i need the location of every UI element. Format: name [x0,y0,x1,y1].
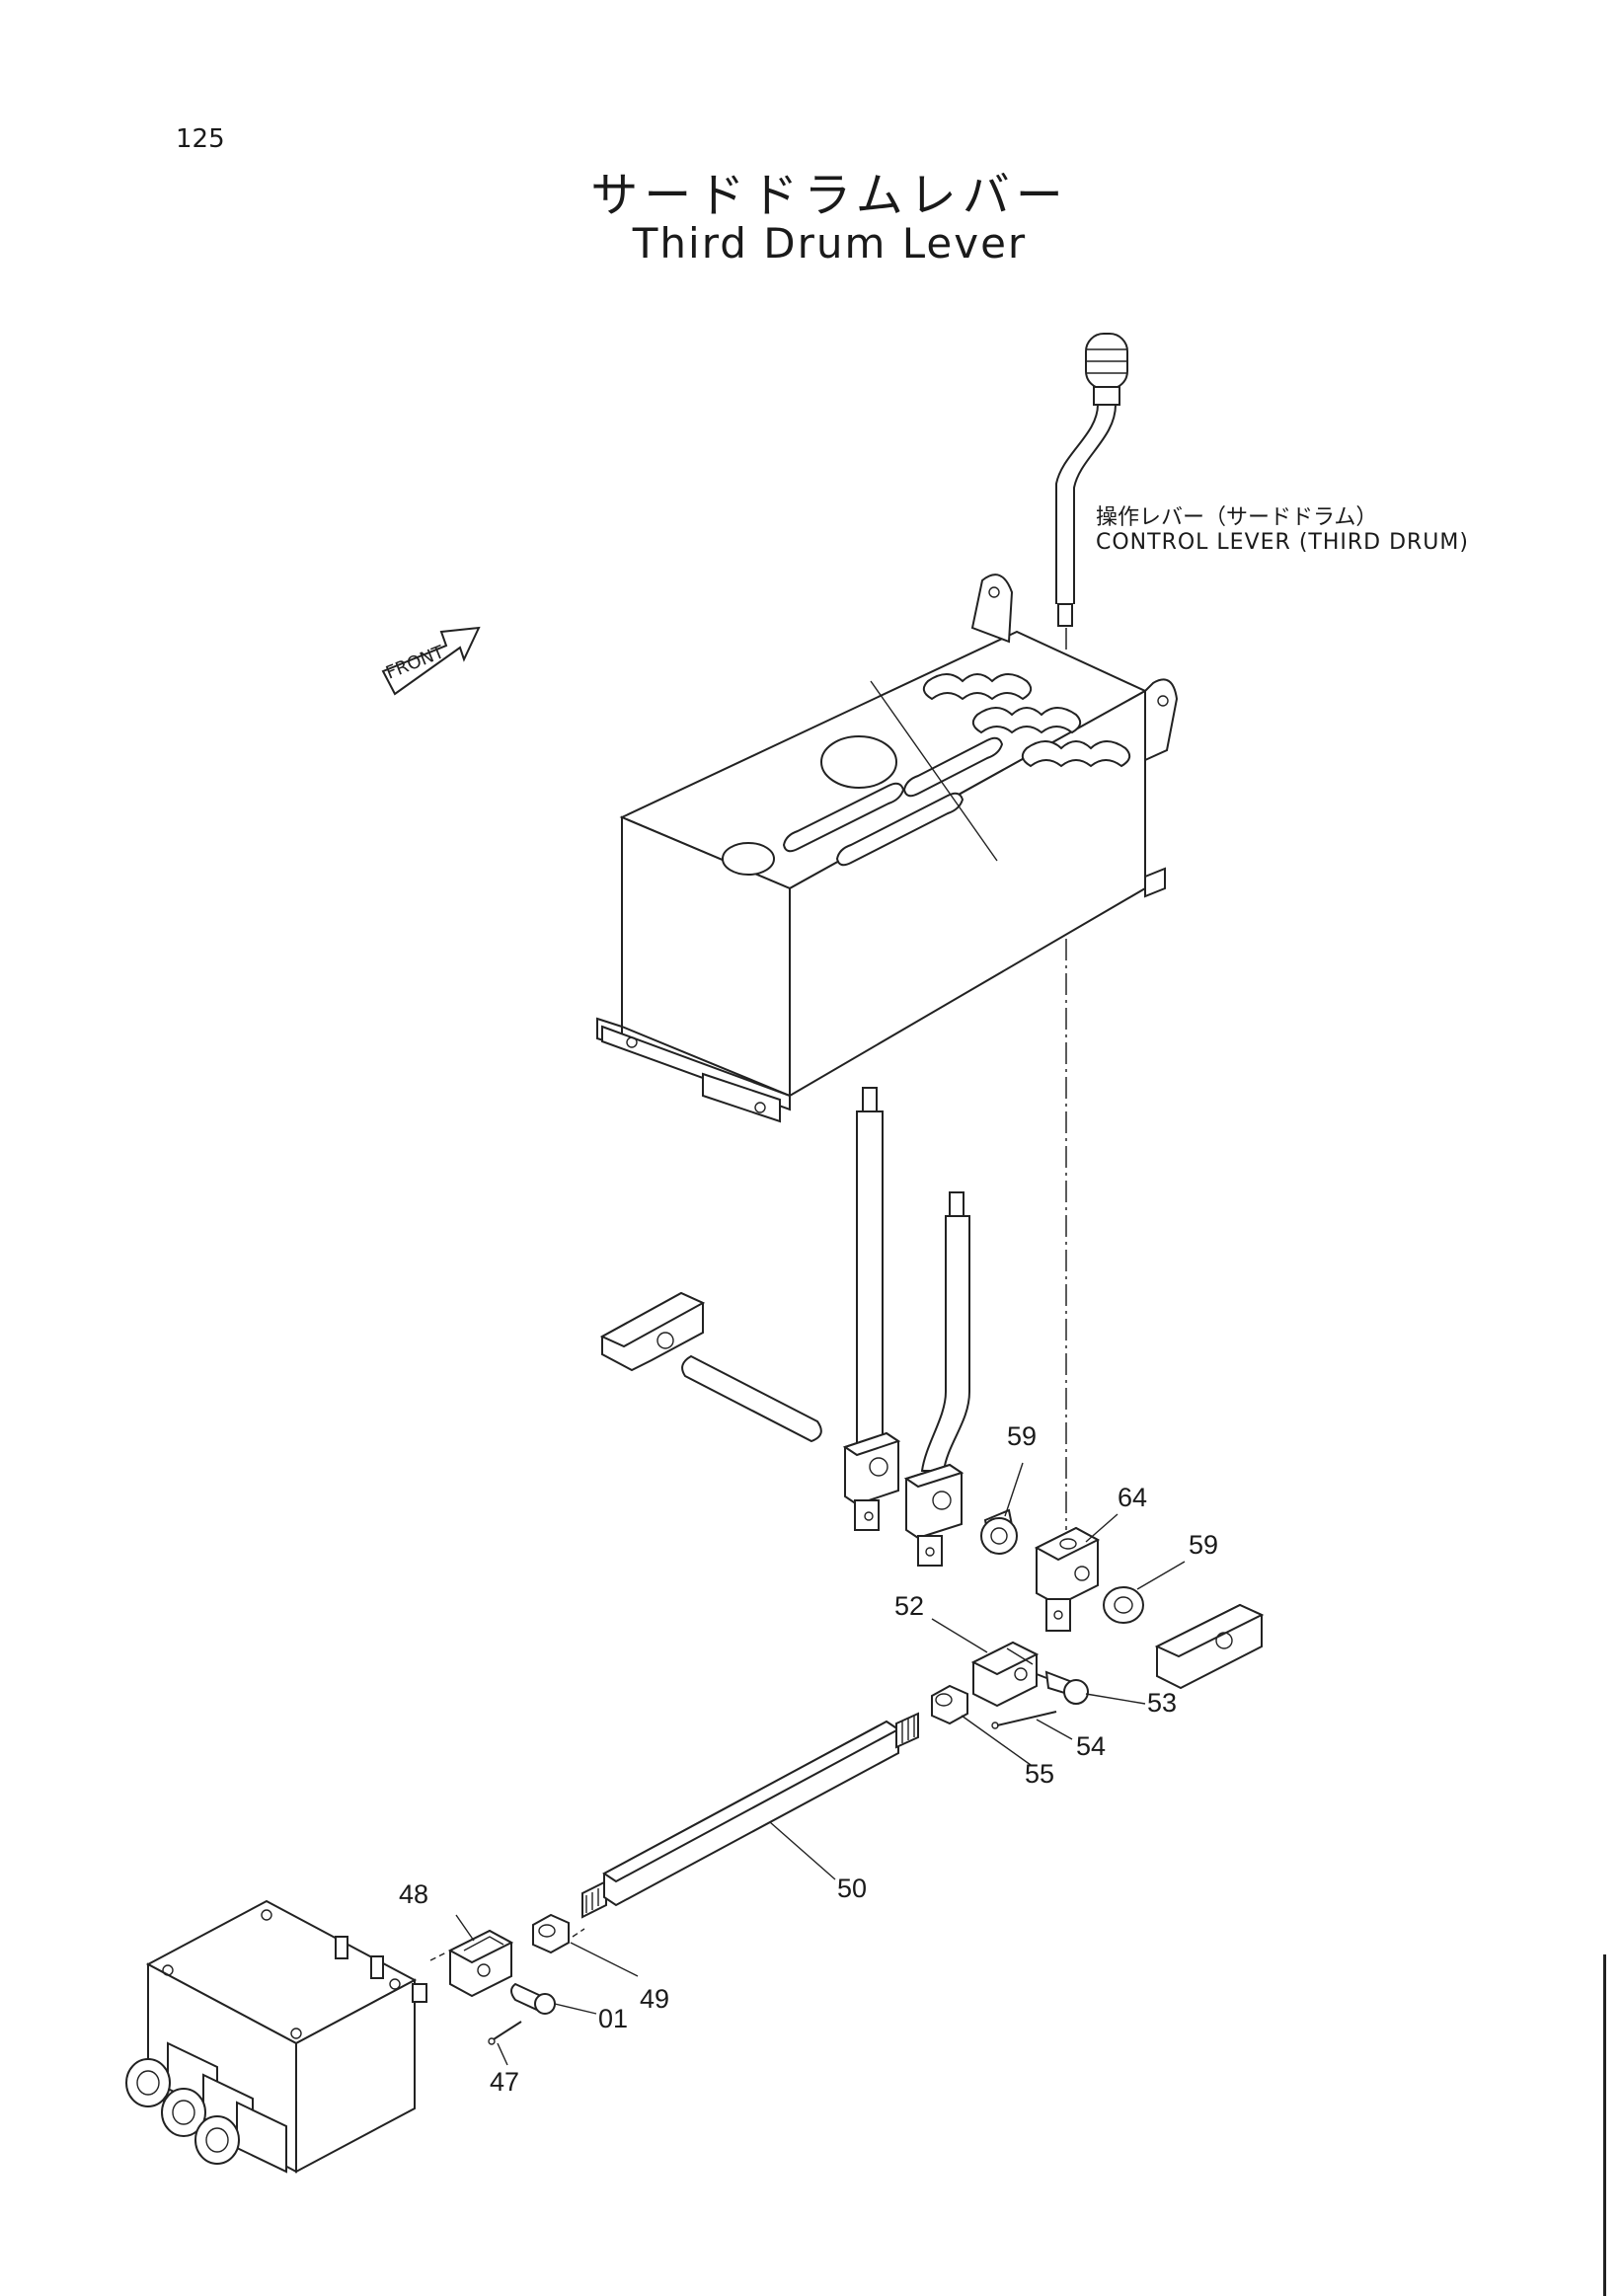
leader-lines [429,1462,1186,2066]
pin-01 [510,1982,556,2015]
pin-53 [1036,1670,1089,1705]
straight-lever-rod [842,1087,901,1531]
bushing-59-left [980,1508,1018,1555]
left-bracket [599,1291,706,1372]
callout-50: 50 [837,1874,868,1903]
callout-47: 47 [490,2067,520,2097]
right-bracket [1154,1603,1265,1690]
callout-59-right: 59 [1189,1530,1219,1560]
callout-54: 54 [1076,1731,1107,1761]
control-lever-shaft [1055,333,1128,627]
lever-housing-box [596,574,1179,1123]
bent-lever-rod [903,1191,970,1567]
callout-64: 64 [1118,1483,1148,1512]
callout-52: 52 [894,1591,925,1621]
control-lever-label-japanese: 操作レバー（サードドラム） [1096,505,1378,530]
callout-49: 49 [640,1984,670,2014]
callout-55: 55 [1025,1759,1055,1789]
clevis-48 [447,1929,514,1998]
page-number: 125 [176,124,225,154]
title-english: Third Drum Lever [632,219,1028,268]
callout-01: 01 [598,2004,629,2033]
left-pin [681,1354,822,1443]
title-japanese: サードドラムレバー [590,168,1069,223]
control-lever-label-english: CONTROL LEVER (THIRD DRUM) [1096,530,1469,555]
control-valve-block [125,1899,427,2174]
callout-48: 48 [399,1879,429,1909]
nut-49 [532,1913,570,1954]
scan-edge-line [1603,1954,1606,2296]
clevis-52 [970,1641,1040,1708]
bushing-59-right [1103,1586,1144,1624]
block-64 [1034,1526,1101,1632]
front-arrow-icon: FRONT [381,626,481,696]
callout-53: 53 [1147,1688,1178,1718]
cotter-pin-54 [991,1711,1057,1729]
cotter-pin-47 [488,2021,522,2045]
rod-50 [581,1712,919,1919]
nut-55 [931,1684,968,1725]
callout-59-left: 59 [1007,1421,1038,1451]
